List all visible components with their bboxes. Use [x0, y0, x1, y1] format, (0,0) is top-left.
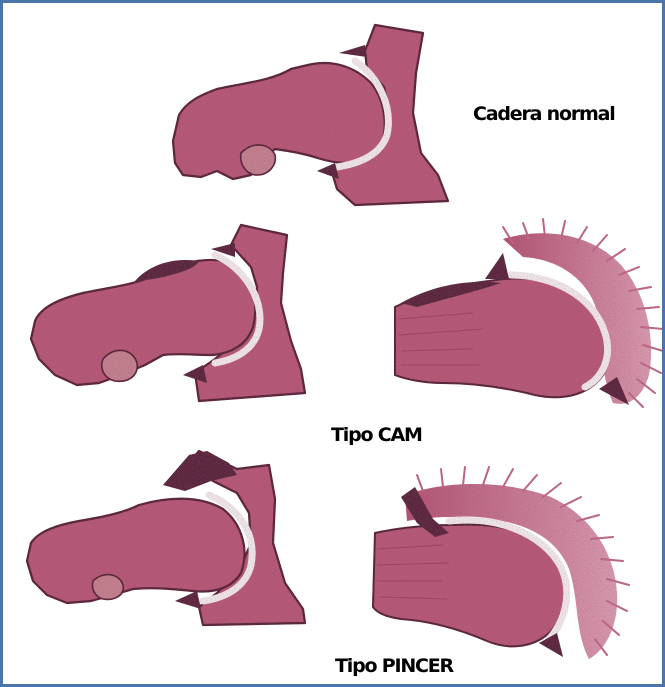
- lesser-trochanter: [92, 575, 123, 600]
- labrum-tip-upper: [485, 253, 509, 279]
- labrum-tip-lower: [175, 591, 201, 609]
- pincer-hip-anterior-drawing: [27, 451, 305, 625]
- labrum-tip-upper: [339, 45, 367, 57]
- label-cam-type: Tipo CAM: [331, 424, 422, 446]
- femur-bone: [27, 499, 244, 603]
- label-normal-hip: Cadera normal: [473, 103, 615, 125]
- label-pincer-type: Tipo PINCER: [335, 655, 453, 677]
- lesser-trochanter: [102, 350, 138, 381]
- lesser-trochanter: [241, 145, 276, 175]
- pincer-hip-lateral-drawing: [373, 467, 629, 659]
- cam-hip-lateral-drawing: [395, 219, 663, 407]
- cam-hip-anterior-drawing: [31, 225, 305, 401]
- normal-hip-drawing: [173, 25, 448, 205]
